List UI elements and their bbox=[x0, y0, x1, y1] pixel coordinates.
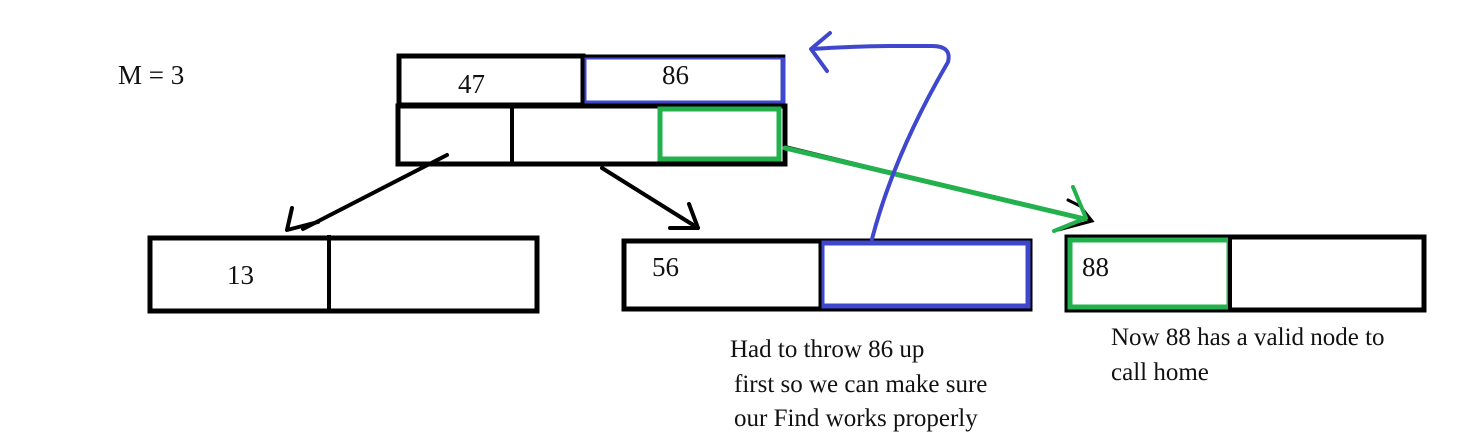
arrow-throw-86-up bbox=[809, 31, 951, 241]
arrowhead-icon bbox=[668, 202, 700, 230]
arrowhead-icon bbox=[1052, 185, 1088, 233]
arrow-root-to-middle-child bbox=[600, 166, 700, 230]
arrowhead-icon bbox=[285, 206, 320, 232]
root-pointer-2-highlighted bbox=[657, 106, 782, 162]
arrow-shaft bbox=[600, 166, 700, 230]
order-label: M = 3 bbox=[118, 60, 184, 90]
right-annotation: Now 88 has a valid node to call home bbox=[1111, 324, 1385, 386]
middle-child-box bbox=[621, 238, 1033, 312]
right-child-node: 88 bbox=[1064, 234, 1427, 313]
left-child-key-0: 13 bbox=[227, 260, 254, 290]
middle-note-line-2: first so we can make sure bbox=[734, 371, 987, 398]
middle-note-line-1: Had to throw 86 up bbox=[730, 336, 924, 363]
arrowhead-icon bbox=[809, 31, 832, 73]
arrow-shaft bbox=[301, 153, 449, 231]
root-node: 47 86 bbox=[395, 53, 788, 167]
middle-note-line-3: our Find works properly bbox=[734, 405, 978, 432]
arrow-shaft bbox=[810, 44, 951, 241]
right-child-key-0: 88 bbox=[1082, 252, 1109, 282]
left-child-box bbox=[147, 235, 540, 314]
middle-child-slot-1-highlighted bbox=[819, 240, 1031, 309]
right-note-line-2: call home bbox=[1111, 359, 1209, 386]
right-note-line-1: Now 88 has a valid node to bbox=[1111, 324, 1385, 351]
root-pointer-row bbox=[395, 103, 788, 167]
root-key-0: 47 bbox=[458, 69, 485, 99]
arrow-root-to-left-child bbox=[285, 153, 449, 232]
middle-annotation: Had to throw 86 up first so we can make … bbox=[730, 336, 987, 432]
left-child-node: 13 bbox=[147, 235, 540, 314]
root-key-1: 86 bbox=[662, 60, 689, 90]
right-child-box bbox=[1064, 234, 1427, 313]
arrow-shaft bbox=[782, 145, 1088, 222]
middle-child-node: 56 bbox=[621, 238, 1033, 312]
arrow-root-to-right-child bbox=[782, 145, 1095, 233]
root-key-cell-47 bbox=[396, 53, 586, 108]
middle-child-key-0: 56 bbox=[652, 252, 679, 282]
